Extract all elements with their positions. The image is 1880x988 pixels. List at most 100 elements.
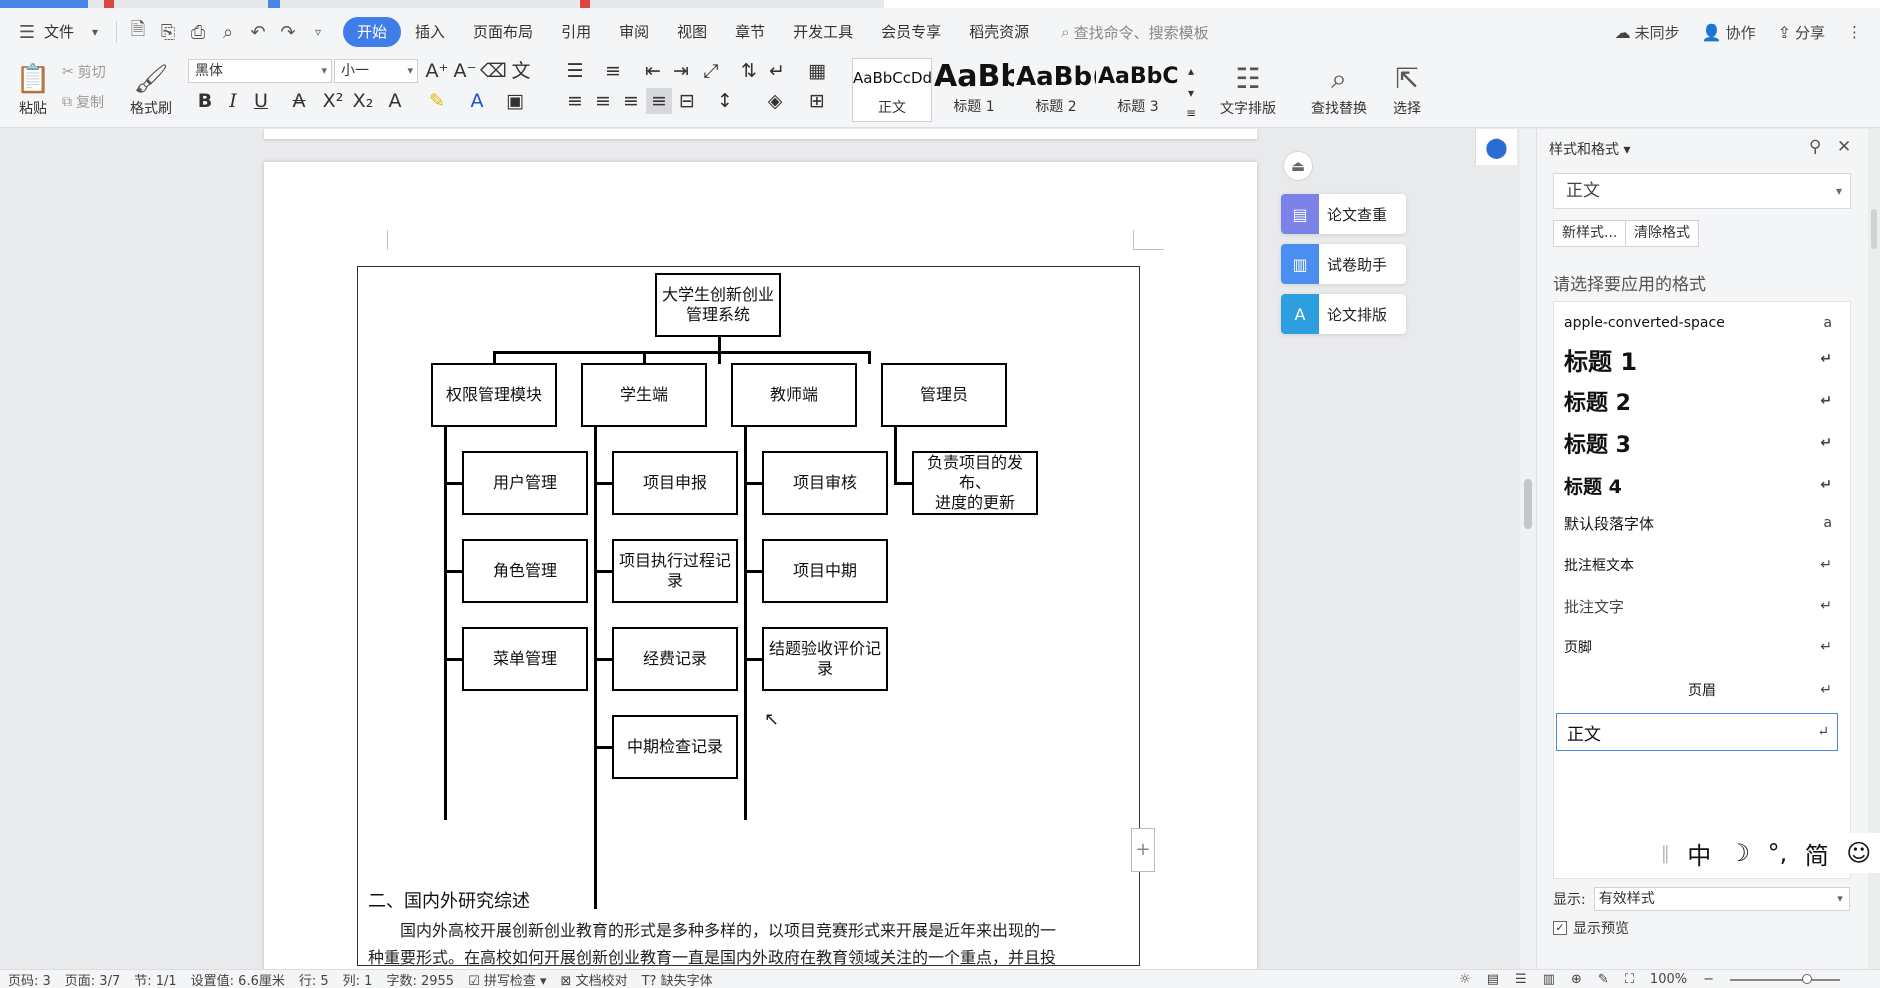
table-icon[interactable]: ▦ xyxy=(808,60,826,82)
align-right-icon[interactable]: ≡ xyxy=(623,90,639,112)
zoom-slider-handle[interactable] xyxy=(1802,973,1812,984)
read-view-icon[interactable]: ▥ xyxy=(1542,972,1555,987)
pane-scrollbar[interactable] xyxy=(1868,129,1880,969)
justify-icon[interactable]: ≡ xyxy=(646,88,672,114)
sync-button[interactable]: ☁未同步 xyxy=(1615,22,1680,43)
styles-more-icon[interactable]: ≡ xyxy=(1185,106,1197,120)
strikethrough-icon[interactable]: A xyxy=(292,90,306,112)
style-item-heading-4[interactable]: 标题 4↵ xyxy=(1554,466,1850,504)
node-project-apply[interactable]: 项目申报 xyxy=(612,451,738,515)
tab-segment-current[interactable] xyxy=(884,0,1880,8)
highlight-icon[interactable]: ✎ xyxy=(429,90,445,112)
status-words[interactable]: 字数: 2955 xyxy=(386,973,455,988)
style-item-footer[interactable]: 页脚↵ xyxy=(1554,630,1850,664)
status-page[interactable]: 页面: 3/7 xyxy=(64,973,121,988)
emoji-icon[interactable]: ☺ xyxy=(1846,839,1872,867)
file-menu[interactable]: 文件 xyxy=(44,23,75,41)
zoom-out-icon[interactable]: − xyxy=(1703,972,1714,987)
pin-icon[interactable]: ⚲ xyxy=(1809,137,1822,157)
page-view-icon[interactable]: ▤ xyxy=(1486,972,1500,987)
styles-scroll-up-icon[interactable]: ▴ xyxy=(1187,64,1195,78)
node-project-midterm[interactable]: 项目中期 xyxy=(762,539,888,603)
align-center-icon[interactable]: ≡ xyxy=(595,90,611,112)
print-icon[interactable]: ⎙ xyxy=(190,21,206,43)
write-view-icon[interactable]: ✎ xyxy=(1597,972,1609,987)
fit-icon[interactable]: ⛶ xyxy=(1624,972,1634,987)
style-heading-1[interactable]: AaBb 标题 1 xyxy=(934,58,1014,122)
style-item-heading-1[interactable]: 标题 1↵ xyxy=(1554,340,1850,378)
tab-review[interactable]: 审阅 xyxy=(619,23,650,41)
share-button[interactable]: ⇪分享 xyxy=(1778,22,1825,43)
decrease-indent-icon[interactable]: ⇤ xyxy=(645,60,661,82)
tab-view[interactable]: 视图 xyxy=(677,23,708,41)
document-area[interactable]: 大学生创新创业 管理系统 权限管理模块 学生端 教师端 管理员 用户管理 角色管… xyxy=(0,129,1520,969)
node-role-mgmt[interactable]: 角色管理 xyxy=(462,539,588,603)
text-frame[interactable]: 大学生创新创业 管理系统 权限管理模块 学生端 教师端 管理员 用户管理 角色管… xyxy=(357,266,1140,966)
node-menu-mgmt[interactable]: 菜单管理 xyxy=(462,627,588,691)
style-heading-2[interactable]: AaBb( 标题 2 xyxy=(1016,58,1096,122)
add-icon[interactable]: + xyxy=(1131,828,1155,872)
style-normal[interactable]: AaBbCcDd 正文 xyxy=(852,58,932,122)
location-pin-icon[interactable]: ⬤ xyxy=(1475,129,1517,165)
ime-chinese-mode[interactable]: 中 xyxy=(1687,841,1712,870)
show-preview-row[interactable]: ✓ 显示预览 xyxy=(1553,918,1629,938)
char-border-icon[interactable]: ▣ xyxy=(506,90,524,112)
helper-thesis-check[interactable]: ▤ 论文查重 xyxy=(1281,194,1406,234)
export-icon[interactable]: ⎘ xyxy=(160,21,176,43)
current-style-select[interactable]: 正文 xyxy=(1553,173,1851,209)
command-search[interactable]: ⌕ 查找命令、搜索模板 xyxy=(1061,22,1208,43)
tab-developer[interactable]: 开发工具 xyxy=(793,23,854,41)
save-icon[interactable]: 🗎 xyxy=(130,19,146,40)
status-setting[interactable]: 设置值: 6.6厘米 xyxy=(190,973,285,988)
pane-title[interactable]: 样式和格式 ▾ xyxy=(1549,142,1631,158)
print-preview-icon[interactable]: ⌕ xyxy=(222,21,234,43)
style-item-header[interactable]: 页眉↵ xyxy=(1554,673,1850,707)
clear-format-button[interactable]: 清除格式 xyxy=(1625,220,1699,247)
close-icon[interactable]: ✕ xyxy=(1837,137,1852,157)
protect-eye-icon[interactable]: ☼ xyxy=(1459,972,1471,987)
node-midterm-record[interactable]: 中期检查记录 xyxy=(612,715,738,779)
helper-thesis-layout[interactable]: A 论文排版 xyxy=(1281,294,1406,334)
ime-handle[interactable]: ‖ xyxy=(1660,842,1670,864)
cut-button[interactable]: ✂剪切 xyxy=(62,62,106,82)
distribute-icon[interactable]: ⊟ xyxy=(679,90,695,112)
node-exec-record[interactable]: 项目执行过程记 录 xyxy=(612,539,738,603)
numbering-icon[interactable]: ≡ xyxy=(605,60,621,82)
simplified-icon[interactable]: 简 xyxy=(1804,841,1829,870)
format-painter-button[interactable]: 🖌 格式刷 xyxy=(126,60,176,118)
style-item-balloon-text[interactable]: 批注框文本↵ xyxy=(1554,548,1850,582)
tab-segment-red-2[interactable] xyxy=(580,0,590,8)
line-spacing-icon[interactable]: ↕ xyxy=(717,90,733,112)
more-icon[interactable]: ⋮ xyxy=(1847,23,1862,41)
paragraph-mark-icon[interactable]: ↵ xyxy=(769,60,785,82)
italic-icon[interactable]: I xyxy=(229,90,237,112)
tab-insert[interactable]: 插入 xyxy=(415,23,446,41)
paragraph-line[interactable]: 种重要形式。在高校如何开展创新创业教育一直是国内外政府在教育领域关注的一个重点，… xyxy=(368,948,1057,967)
pane-scrollbar-thumb[interactable] xyxy=(1871,209,1877,249)
style-item-heading-2[interactable]: 标题 2↵ xyxy=(1554,382,1850,420)
superscript-icon[interactable]: X² xyxy=(322,90,344,112)
text-effect-icon[interactable]: A xyxy=(388,90,402,112)
style-item-heading-3[interactable]: 标题 3↵ xyxy=(1554,424,1850,462)
node-funding-record[interactable]: 经费记录 xyxy=(612,627,738,691)
node-permission[interactable]: 权限管理模块 xyxy=(431,363,557,427)
node-teacher[interactable]: 教师端 xyxy=(731,363,857,427)
clear-format-icon[interactable]: ⌫ xyxy=(480,60,507,82)
doc-proof-button[interactable]: ⊠ 文档校对 xyxy=(560,973,628,988)
tab-references[interactable]: 引用 xyxy=(561,23,592,41)
subscript-icon[interactable]: X₂ xyxy=(352,90,374,112)
phonetic-icon[interactable]: 文 xyxy=(511,60,531,82)
select-button[interactable]: ⇱ 选择 xyxy=(1382,60,1432,118)
status-page-code[interactable]: 页码: 3 xyxy=(8,973,51,988)
tab-segment-red[interactable] xyxy=(104,0,114,8)
tab-member[interactable]: 会员专享 xyxy=(881,23,942,41)
moon-icon[interactable]: ☽ xyxy=(1728,839,1751,867)
customize-icon[interactable]: ▿ xyxy=(315,25,322,39)
font-color-icon[interactable]: A xyxy=(470,90,484,112)
tab-segment-active[interactable] xyxy=(0,0,88,8)
paste-button[interactable]: 📋 粘贴 xyxy=(8,60,58,118)
align-left-icon[interactable]: ≡ xyxy=(567,90,583,112)
shrink-font-icon[interactable]: A⁻ xyxy=(453,60,477,82)
